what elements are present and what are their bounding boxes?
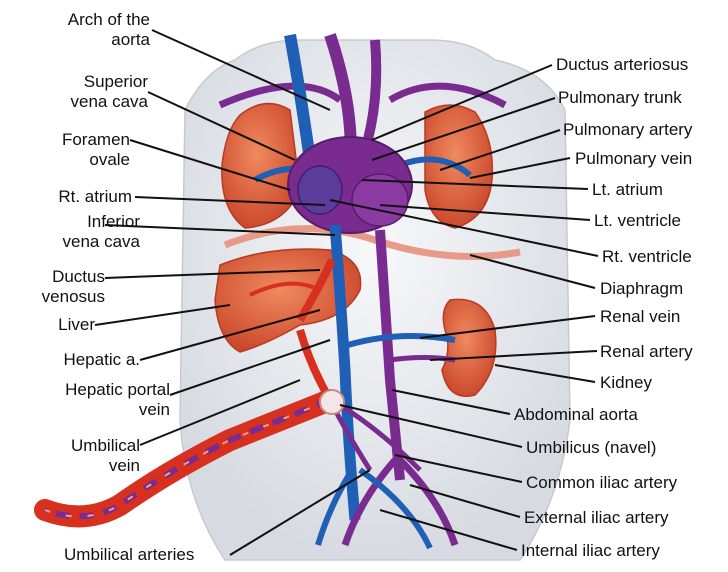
label-superior-vena-cava-line2: vena cava — [20, 92, 148, 111]
label-pulmonary-vein: Pulmonary vein — [575, 149, 728, 168]
label-foramen-ovale-line1: Foramen — [20, 130, 130, 149]
label-rt-ventricle: Rt. ventricle — [602, 247, 728, 266]
label-hepatic-a: Hepatic a. — [10, 350, 140, 369]
label-inferior-vena-cava-line2: vena cava — [10, 232, 140, 251]
label-ductus-arteriosus: Ductus arteriosus — [556, 55, 728, 74]
label-ductus-venosus-line2: venosus — [10, 287, 105, 306]
label-pulmonary-trunk: Pulmonary trunk — [558, 88, 728, 107]
label-lt-ventricle: Lt. ventricle — [594, 211, 728, 230]
heart — [288, 137, 412, 233]
label-common-iliac-artery: Common iliac artery — [526, 473, 728, 492]
label-external-iliac-artery: External iliac artery — [524, 508, 728, 527]
label-umbilical-vein-line1: Umbilical — [10, 436, 140, 455]
label-arch-of-aorta-line2: aorta — [30, 30, 150, 49]
label-lt-atrium: Lt. atrium — [592, 180, 728, 199]
label-ductus-venosus-line1: Ductus — [10, 267, 105, 286]
label-hepatic-portal-vein-line1: Hepatic portal — [10, 380, 170, 399]
label-pulmonary-artery: Pulmonary artery — [563, 120, 728, 139]
label-renal-artery: Renal artery — [600, 342, 728, 361]
label-abdominal-aorta: Abdominal aorta — [514, 405, 728, 424]
label-kidney: Kidney — [600, 373, 728, 392]
label-diaphragm: Diaphragm — [600, 279, 728, 298]
label-hepatic-portal-vein-line2: vein — [10, 400, 170, 419]
label-umbilicus: Umbilicus (navel) — [526, 438, 728, 457]
label-umbilical-vein-line2: vein — [10, 456, 140, 475]
label-renal-vein: Renal vein — [600, 307, 728, 326]
label-liver: Liver — [10, 315, 95, 334]
label-foramen-ovale-line2: ovale — [20, 150, 130, 169]
label-inferior-vena-cava-line1: Inferior — [10, 212, 140, 231]
label-superior-vena-cava-line1: Superior — [20, 72, 148, 91]
label-internal-iliac-artery: Internal iliac artery — [521, 541, 728, 560]
label-rt-atrium: Rt. atrium — [20, 187, 132, 206]
label-arch-of-aorta-line1: Arch of the — [30, 10, 150, 29]
label-umbilical-arteries: Umbilical arteries — [64, 545, 244, 564]
